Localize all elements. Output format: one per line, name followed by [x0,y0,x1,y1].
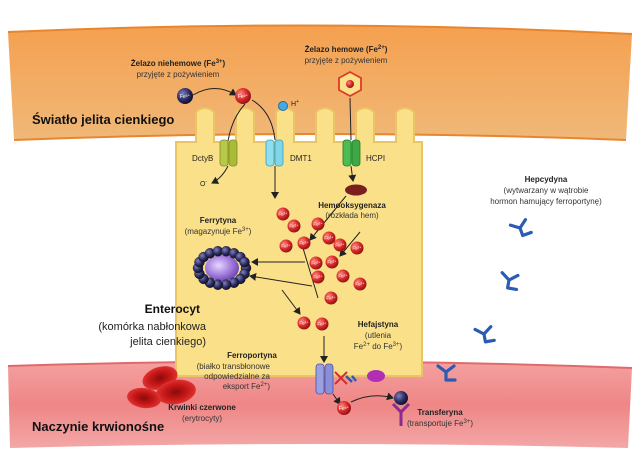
fe2-ion [276,207,290,221]
fe2-ion-label: Fe²⁺ [289,224,299,229]
hemeoxygenase-title: Hemooksygenaza [318,201,386,210]
red-blood-cells [127,366,196,409]
ferroportin-line-3: eksport Fe2+) [223,382,271,391]
hepcidin-line-1: (wytwarzany w wątrobie [504,186,589,195]
fe2-ion-label: Fe²⁺ [352,246,362,251]
fe2-ion-label: Fe²⁺ [338,274,348,279]
heme-icon [338,70,362,98]
heme-iron-sub: przyjęte z pożywieniem [305,56,388,65]
hepcidin-molecule [500,271,520,292]
fe2-ion-label: Fe²⁺ [327,260,337,265]
ferritin-subunit [239,256,250,268]
ferritin-complex [192,246,252,290]
hepcidin-title: Hepcydyna [525,175,568,184]
enterocyte-sub-2: jelita cienkiego) [129,336,206,348]
fe2-ion-label: Fe²⁺ [355,282,365,287]
hephaestin-title: Hefajstyna [358,320,399,329]
ferroportin-transporter [315,363,334,395]
fe2-ion [336,269,350,283]
enterocyte-sub-1: (komórka nabłonkowa [98,321,206,333]
ferroportin-line-1: (białko transbłonowe [197,362,271,371]
svg-text:Fe³⁺: Fe³⁺ [180,94,191,100]
fe2-ion-label: Fe²⁺ [299,321,309,326]
lumen-label: Światło jelita cienkiego [32,112,174,127]
reduction-arrow [192,88,237,96]
hydrogen-ion: H+ [278,99,299,111]
fe2-ion [315,317,329,331]
svg-text:H+: H+ [291,99,299,108]
hemeoxygenase-enzyme [345,184,367,196]
nonheme-iron-sub: przyjęte z pożywieniem [137,70,220,79]
hcp1-transporter [342,139,361,167]
fe2-ion [333,238,347,252]
reduced-fe2-ion: Fe²⁺ [235,88,251,104]
dctyb-label: DctyB [192,154,213,163]
transferrin-title: Transferyna [417,408,463,417]
fe2-ion-label: Fe²⁺ [313,275,323,280]
rbc-sub: (erytrocyty) [182,414,222,423]
o-minus-label: O- [200,179,207,188]
exported-fe3-ion: Fe³⁺ [337,401,351,415]
fe2-ion-label: Fe²⁺ [317,322,327,327]
hephaestin-enzyme [367,370,385,382]
fe2-ion-label: Fe²⁺ [335,243,345,248]
fe2-ion-label: Fe²⁺ [326,296,336,301]
dmt1-label: DMT1 [290,154,312,163]
transferrin-icon [391,391,411,426]
fe2-ion [322,231,336,245]
dmt1-transporter [265,139,284,167]
svg-text:Fe³⁺: Fe³⁺ [339,406,350,412]
enterocyte-title: Enterocyt [145,302,200,316]
svg-text:Fe²⁺: Fe²⁺ [238,94,249,100]
hephaestin-line-1: (utlenia [365,331,392,340]
fe2-ion [350,241,364,255]
hcp1-label: HCPI [366,154,385,163]
hepcidin-line-2: hormon hamujący ferroportynę) [490,197,602,206]
fe2-ion [297,236,311,250]
fe2-ion [353,277,367,291]
hepcidin-molecule [436,364,457,382]
rbc-title: Krwinki czerwone [168,403,236,412]
fe2-ion [311,217,325,231]
fe2-ion [324,291,338,305]
fe2-ion-label: Fe²⁺ [313,222,323,227]
ferroportin-line-2: odpowiedzialne za [204,372,270,381]
fe2-ion [325,255,339,269]
dctyb-transporter [219,139,238,167]
blood-vessel-label: Naczynie krwionośne [32,419,164,434]
fe2-ion-label: Fe²⁺ [324,236,334,241]
hepcidin-molecule [473,325,496,344]
fe2-ion-label: Fe²⁺ [281,244,291,249]
fe2-ion [297,316,311,330]
fe2-ion [309,256,323,270]
fe2-ion [279,239,293,253]
ferritin-sub: (magazynuje Fe3+) [185,227,252,236]
fe2-ion [311,270,325,284]
hepcidin-molecule [508,218,533,238]
hepcidin-molecules [436,218,533,382]
hephaestin-line-2: Fe2+ do Fe3+) [354,342,403,351]
intracellular-fe2-ions: Fe²⁺Fe²⁺Fe²⁺Fe²⁺Fe²⁺Fe²⁺Fe²⁺Fe²⁺Fe²⁺Fe²⁺… [276,207,367,331]
nonheme-iron-title: Żelazo niehemowe (Fe3+) [131,59,226,68]
transferrin-sub: (transportuje Fe3+) [407,419,473,428]
heme-iron-title: Żelazo hemowe (Fe2+) [305,45,388,54]
fe2-ion-label: Fe²⁺ [299,241,309,246]
fe2-ion [287,219,301,233]
dietary-fe3-ion: Fe³⁺ [177,88,193,104]
ferroportin-title: Ferroportyna [227,351,277,360]
fe2-ion-label: Fe²⁺ [278,212,288,217]
fe2-ion-label: Fe²⁺ [311,261,321,266]
hemeoxygenase-sub: (rozkłada hem) [325,211,379,220]
ferritin-title: Ferrytyna [200,216,237,225]
hepcidin-inhibition-mark [334,371,357,385]
